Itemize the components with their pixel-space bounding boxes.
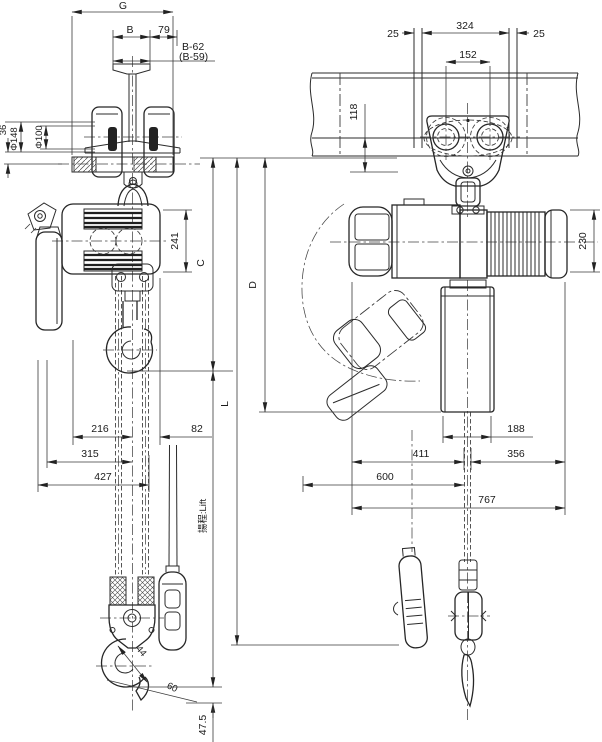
swing-envelope-phantom bbox=[301, 203, 427, 421]
dim-label-118: 118 bbox=[348, 103, 360, 120]
suspension-link bbox=[451, 177, 485, 215]
dim-label-l: L bbox=[219, 401, 231, 407]
dim-label-241: 241 bbox=[169, 232, 181, 250]
hook-side-assembly bbox=[450, 412, 487, 708]
dim-label-152: 152 bbox=[459, 49, 477, 61]
dimensions-vertical-cld: C L D 揚程:Lift 47.5 bbox=[127, 157, 441, 742]
dim-label-427: 427 bbox=[94, 471, 112, 483]
dim-label-b59: (B-59) bbox=[179, 51, 208, 63]
controller-box-front bbox=[35, 226, 63, 331]
dim-label-356: 356 bbox=[507, 448, 525, 460]
dim-label-44: 44 bbox=[133, 644, 148, 659]
dim-label-324: 324 bbox=[456, 20, 474, 32]
hook-side bbox=[461, 653, 475, 708]
dim-label-c: C bbox=[195, 259, 207, 267]
trolley-side-plates bbox=[91, 106, 175, 178]
suspension-lug-bracket bbox=[24, 202, 57, 234]
hoist-body-side bbox=[348, 198, 568, 279]
hook-front bbox=[100, 638, 146, 688]
dim-label-47-5: 47.5 bbox=[197, 715, 209, 736]
dim-label-82: 82 bbox=[191, 423, 203, 435]
dim-label-phi100: Φ100 bbox=[34, 125, 45, 148]
bottom-hook-block bbox=[100, 576, 156, 702]
dim-label-b62: B-62 bbox=[182, 41, 204, 53]
dimensions-suspension-side: 324 25 25 152 118 bbox=[348, 20, 545, 173]
dim-label-36: 36 bbox=[0, 125, 9, 136]
dim-label-g: G bbox=[119, 0, 127, 12]
motor-fins bbox=[486, 211, 546, 277]
hoist-front-view bbox=[24, 179, 187, 702]
suspension-side-view bbox=[309, 28, 581, 187]
dim-label-b: B bbox=[126, 24, 133, 36]
dim-label-230: 230 bbox=[577, 232, 589, 250]
dim-label-d: D bbox=[247, 281, 259, 289]
dim-label-79: 79 bbox=[158, 24, 170, 36]
dim-label-25-left: 25 bbox=[387, 28, 399, 40]
dim-label-lift: 揚程:Lift bbox=[197, 498, 209, 533]
dim-label-600: 600 bbox=[376, 471, 394, 483]
dim-label-767: 767 bbox=[478, 494, 496, 506]
hanger-rods bbox=[413, 28, 518, 148]
suspension-bracket bbox=[423, 115, 513, 187]
load-chain-falls bbox=[115, 276, 149, 577]
dim-label-25-right: 25 bbox=[533, 28, 545, 40]
hoist-side-view bbox=[301, 177, 568, 708]
dim-label-188: 188 bbox=[507, 423, 525, 435]
dim-label-216: 216 bbox=[91, 423, 109, 435]
chain-bucket bbox=[440, 279, 495, 413]
dim-label-phi148: Φ148 bbox=[9, 127, 20, 150]
beam-side bbox=[309, 72, 581, 157]
upper-hook-raised bbox=[103, 263, 157, 374]
i-beam-front bbox=[84, 63, 181, 154]
dim-label-411: 411 bbox=[413, 448, 430, 460]
suspension-bow bbox=[117, 183, 149, 207]
hoist-body-front bbox=[61, 203, 161, 275]
pendant-control-front bbox=[158, 444, 187, 651]
dimensions-hoist-side: 230 188 411 356 600 767 bbox=[302, 209, 600, 515]
dimensions-trolley-front: G B 79 B-62 (B-59) Φ148 Φ100 36 bbox=[0, 0, 215, 178]
dim-label-315: 315 bbox=[81, 448, 99, 460]
dim-label-60: 60 bbox=[165, 681, 179, 695]
pendant-control-side bbox=[393, 547, 428, 649]
